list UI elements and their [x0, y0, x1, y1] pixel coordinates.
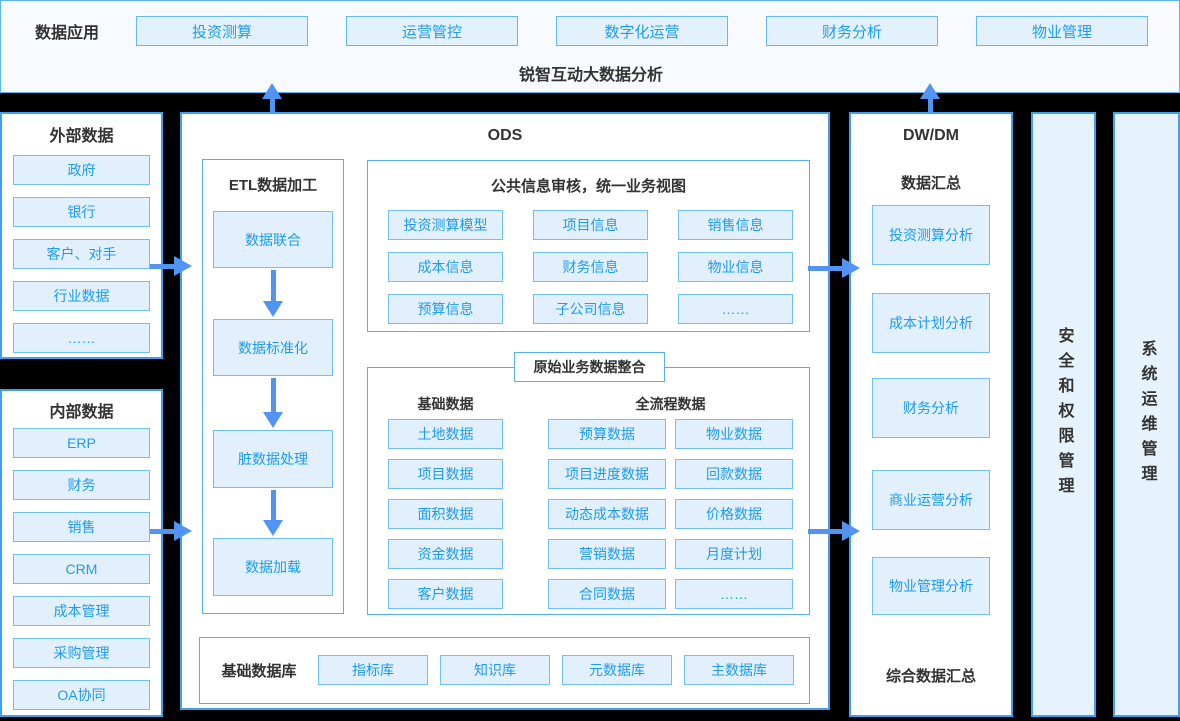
external-item: 银行 — [13, 197, 150, 227]
base-data-title: 基础数据 — [417, 396, 474, 412]
base-db-box: 基础数据库 指标库 知识库 元数据库 主数据库 — [199, 637, 810, 704]
flow-arrow-ods-to-dwdm-icon — [808, 258, 860, 278]
dwdm-item: 投资测算分析 — [872, 205, 990, 265]
internal-item: OA协同 — [13, 680, 150, 710]
full-process-item: 价格数据 — [675, 499, 793, 529]
app-button-property[interactable]: 物业管理 — [976, 16, 1148, 46]
internal-item: ERP — [13, 428, 150, 458]
external-data-panel: 外部数据 政府 银行 客户、对手 行业数据 …… — [0, 112, 163, 359]
internal-item: 成本管理 — [13, 596, 150, 626]
flow-arrow-up-dwdm-icon — [920, 83, 940, 112]
ods-panel: ODS ETL数据加工 数据联合 数据标准化 脏数据处理 数据加载 公共信息审核… — [180, 112, 830, 710]
external-item: …… — [13, 323, 150, 353]
full-process-item: 物业数据 — [675, 419, 793, 449]
common-info-box: 公共信息审核，统一业务视图 投资测算模型 项目信息 销售信息 成本信息 财务信息… — [367, 160, 810, 332]
full-process-item: 营销数据 — [548, 539, 666, 569]
internal-item: CRM — [13, 554, 150, 584]
common-info-item: 物业信息 — [678, 252, 793, 282]
flow-arrow-ods-to-dwdm2-icon — [808, 521, 860, 541]
common-info-item: …… — [678, 294, 793, 324]
etl-step: 数据加载 — [213, 538, 333, 596]
common-info-item: 预算信息 — [388, 294, 503, 324]
common-info-item: 投资测算模型 — [388, 210, 503, 240]
arrow-down-icon — [263, 490, 283, 536]
etl-step: 脏数据处理 — [213, 430, 333, 488]
common-info-item: 成本信息 — [388, 252, 503, 282]
base-db-item: 元数据库 — [562, 655, 672, 685]
base-data-item: 客户数据 — [388, 579, 503, 609]
security-permission-bar: 安全和权限管理 — [1031, 112, 1096, 717]
base-data-item: 面积数据 — [388, 499, 503, 529]
app-button-digital[interactable]: 数字化运营 — [556, 16, 728, 46]
base-db-item: 知识库 — [440, 655, 550, 685]
internal-item: 采购管理 — [13, 638, 150, 668]
dwdm-item: 商业运营分析 — [872, 470, 990, 530]
raw-business-box: 基础数据 全流程数据 土地数据 项目数据 面积数据 资金数据 客户数据 预算数据… — [367, 367, 810, 615]
external-item: 客户、对手 — [13, 239, 150, 269]
full-process-item: 动态成本数据 — [548, 499, 666, 529]
base-db-title: 基础数据库 — [221, 663, 297, 680]
dwdm-item: 物业管理分析 — [872, 557, 990, 615]
common-info-item: 项目信息 — [533, 210, 648, 240]
etl-box: ETL数据加工 数据联合 数据标准化 脏数据处理 数据加载 — [202, 159, 344, 614]
arrow-down-icon — [263, 270, 283, 317]
full-process-item: 合同数据 — [548, 579, 666, 609]
common-info-item: 财务信息 — [533, 252, 648, 282]
internal-data-panel: 内部数据 ERP 财务 销售 CRM 成本管理 采购管理 OA协同 — [0, 389, 163, 717]
full-process-item: 预算数据 — [548, 419, 666, 449]
app-bar: 数据应用 投资测算 运营管控 数字化运营 财务分析 物业管理 锐智互动大数据分析 — [0, 0, 1180, 93]
base-db-item: 指标库 — [318, 655, 428, 685]
internal-item: 销售 — [13, 512, 150, 542]
system-ops-bar: 系统运维管理 — [1113, 112, 1180, 717]
dwdm-item: 成本计划分析 — [872, 293, 990, 353]
platform-title: 锐智互动大数据分析 — [518, 67, 663, 84]
internal-item: 财务 — [13, 470, 150, 500]
ods-title: ODS — [487, 127, 523, 144]
etl-title: ETL数据加工 — [228, 176, 318, 194]
internal-data-title: 内部数据 — [49, 404, 114, 421]
system-ops-label: 系统运维管理 — [1138, 339, 1156, 490]
security-permission-label: 安全和权限管理 — [1055, 327, 1073, 502]
base-data-item: 土地数据 — [388, 419, 503, 449]
app-bar-label: 数据应用 — [34, 25, 99, 42]
app-button-operation[interactable]: 运营管控 — [346, 16, 518, 46]
dwdm-subtitle: 数据汇总 — [900, 174, 961, 192]
base-data-item: 资金数据 — [388, 539, 503, 569]
common-info-item: 子公司信息 — [533, 294, 648, 324]
external-item: 政府 — [13, 155, 150, 185]
base-db-item: 主数据库 — [684, 655, 794, 685]
full-process-title: 全流程数据 — [635, 396, 706, 412]
etl-step: 数据联合 — [213, 211, 333, 268]
base-data-item: 项目数据 — [388, 459, 503, 489]
common-info-item: 销售信息 — [678, 210, 793, 240]
dwdm-item: 财务分析 — [872, 378, 990, 438]
raw-business-tab: 原始业务数据整合 — [514, 352, 665, 382]
flow-arrow-up-ods-icon — [262, 83, 282, 112]
flow-arrow-external-to-ods-icon — [150, 256, 192, 276]
app-button-investment[interactable]: 投资测算 — [136, 16, 308, 46]
full-process-item: 月度计划 — [675, 539, 793, 569]
etl-step: 数据标准化 — [213, 319, 333, 376]
full-process-item: 回款数据 — [675, 459, 793, 489]
flow-arrow-internal-to-ods-icon — [150, 521, 192, 541]
common-info-title: 公共信息审核，统一业务视图 — [490, 177, 686, 195]
full-process-item: …… — [675, 579, 793, 609]
dwdm-title: DW/DM — [903, 127, 959, 144]
full-process-item: 项目进度数据 — [548, 459, 666, 489]
external-data-title: 外部数据 — [49, 128, 114, 145]
external-item: 行业数据 — [13, 281, 150, 311]
dwdm-panel: DW/DM 数据汇总 投资测算分析 成本计划分析 财务分析 商业运营分析 物业管… — [849, 112, 1013, 717]
app-button-finance[interactable]: 财务分析 — [766, 16, 938, 46]
arrow-down-icon — [263, 378, 283, 428]
dwdm-footer: 综合数据汇总 — [885, 667, 976, 685]
